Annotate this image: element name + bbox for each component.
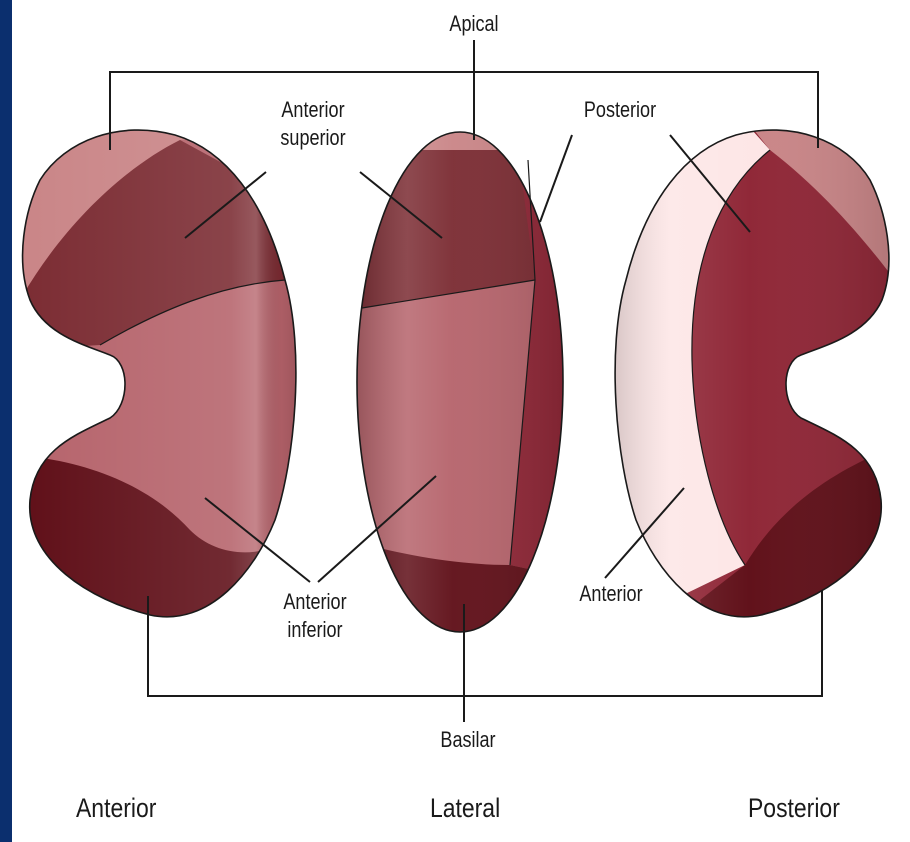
posterior-view-kidney <box>590 100 910 650</box>
view-title-posterior: Posterior <box>748 793 840 824</box>
label-basilar: Basilar <box>427 726 509 754</box>
view-title-anterior: Anterior <box>76 793 156 824</box>
view-title-lateral: Lateral <box>430 793 500 824</box>
label-anterior-inferior: Anterior inferior <box>268 588 361 644</box>
label-anterior-superior: Anterior superior <box>266 96 359 152</box>
anterior-view-kidney <box>0 100 330 650</box>
label-anterior-superior-line1: Anterior <box>266 96 359 124</box>
label-apical: Apical <box>433 10 515 38</box>
label-anterior-segment: Anterior <box>564 580 657 608</box>
label-anterior-inferior-line1: Anterior <box>268 588 361 616</box>
label-anterior-inferior-line2: inferior <box>268 616 361 644</box>
posterior-leader-left <box>540 135 572 222</box>
label-posterior-segment: Posterior <box>571 96 669 124</box>
label-anterior-superior-line2: superior <box>266 124 359 152</box>
lateral-view-kidney <box>350 120 580 640</box>
